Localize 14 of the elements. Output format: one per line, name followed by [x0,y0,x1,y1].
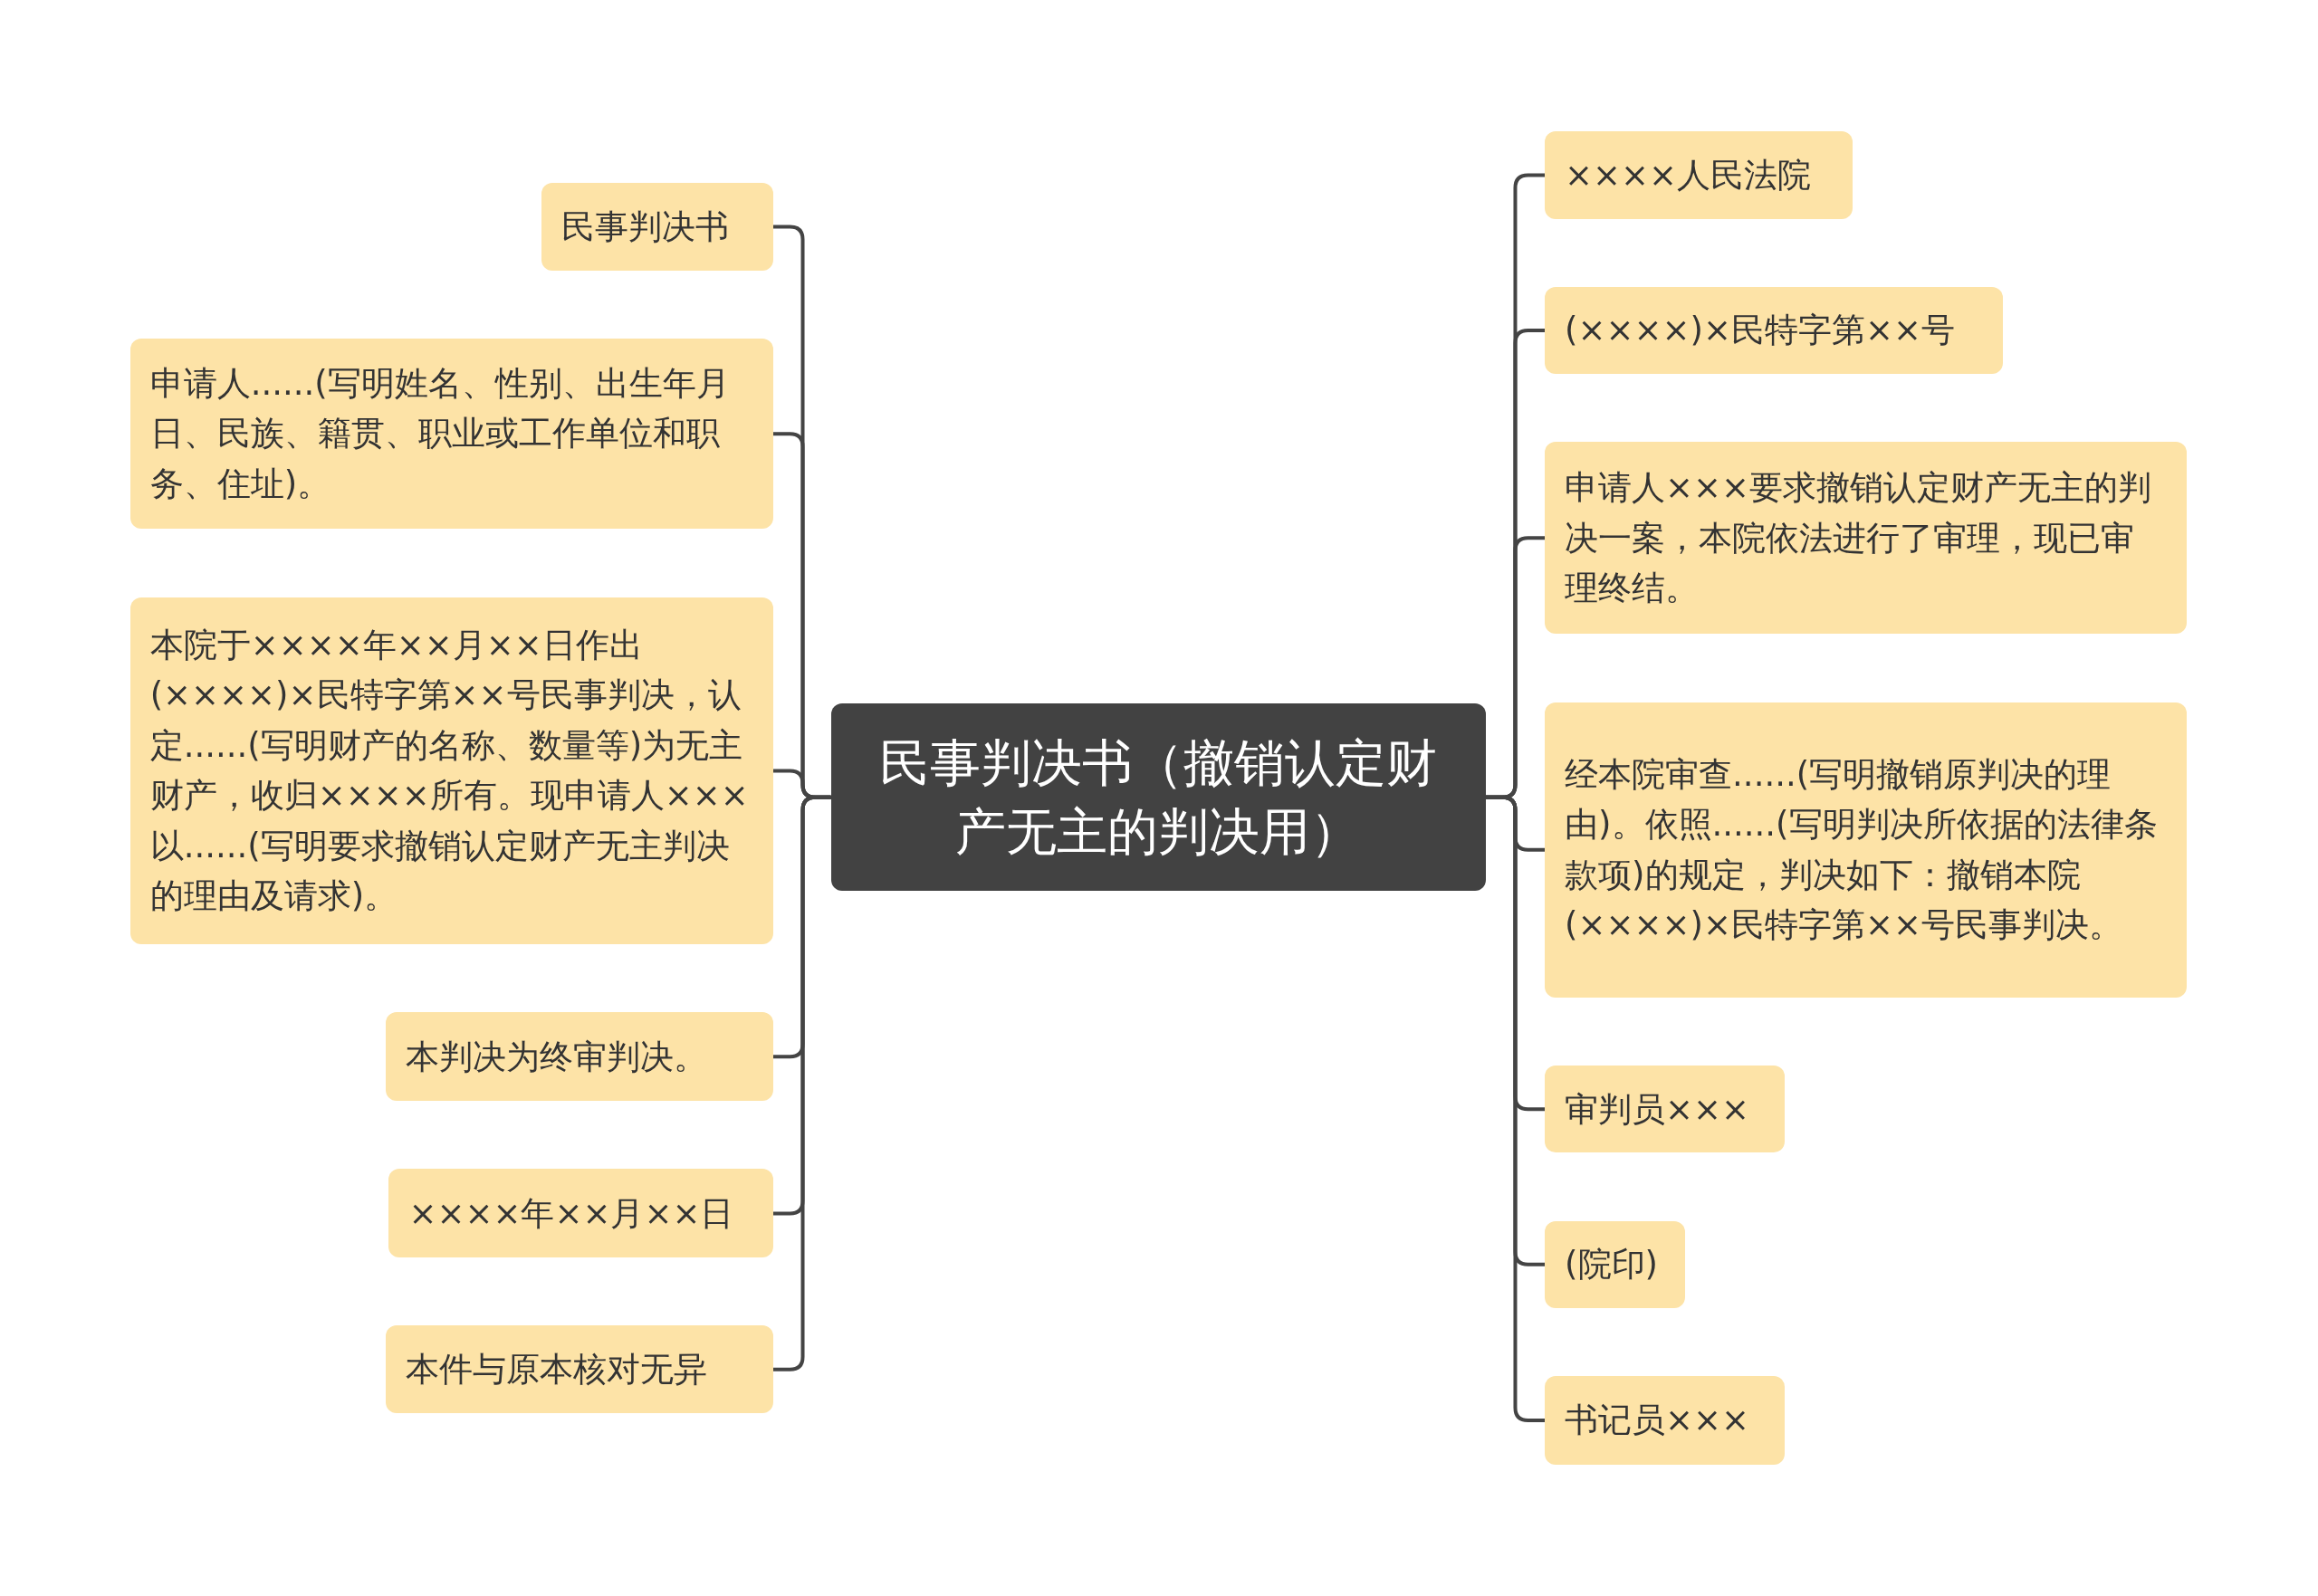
topic-box: ××××人民法院 [1545,131,1853,219]
topic-box: 本件与原本核对无异 [386,1325,773,1413]
topic-box: 审判员××× [1545,1066,1785,1153]
topic-box: 申请人......(写明姓名、性别、出生年月日、民族、籍贯、职业或工作单位和职务、住址)。 [129,338,773,530]
topic-box: 本判决为终审判决。 [386,1012,773,1102]
topic-box: 民事判决书 [541,183,773,271]
topic-box: 经本院审查......(写明撤销原判决的理由)。依照......(写明判决所依据的法律条款项)的规定，判决如下：撤销本院(××××)×民特字第××号民事判决。 [1545,702,2187,998]
topic-box: 本院于××××年××月××日作出(××××)×民特字第××号民事判决，认定......(写明财产的名称、数量等)为无主财产，收归××××所有。现申请人×××以......(写明要求撤销认定财产无主判决的理由及请求)。 [129,597,773,945]
topic-box: 申请人×××要求撤销认定财产无主的判决一案，本院依法进行了审理，现已审理终结。 [1545,442,2187,635]
topic-box: 书记员××× [1545,1376,1785,1465]
central-topic-box: 民事判决书（撤销认定财产无主的判决用） [830,703,1486,892]
topic-box: ××××年××月××日 [388,1169,773,1258]
topic-box: (××××)×民特字第××号 [1545,286,2004,375]
topic-box: (院印) [1545,1220,1686,1308]
